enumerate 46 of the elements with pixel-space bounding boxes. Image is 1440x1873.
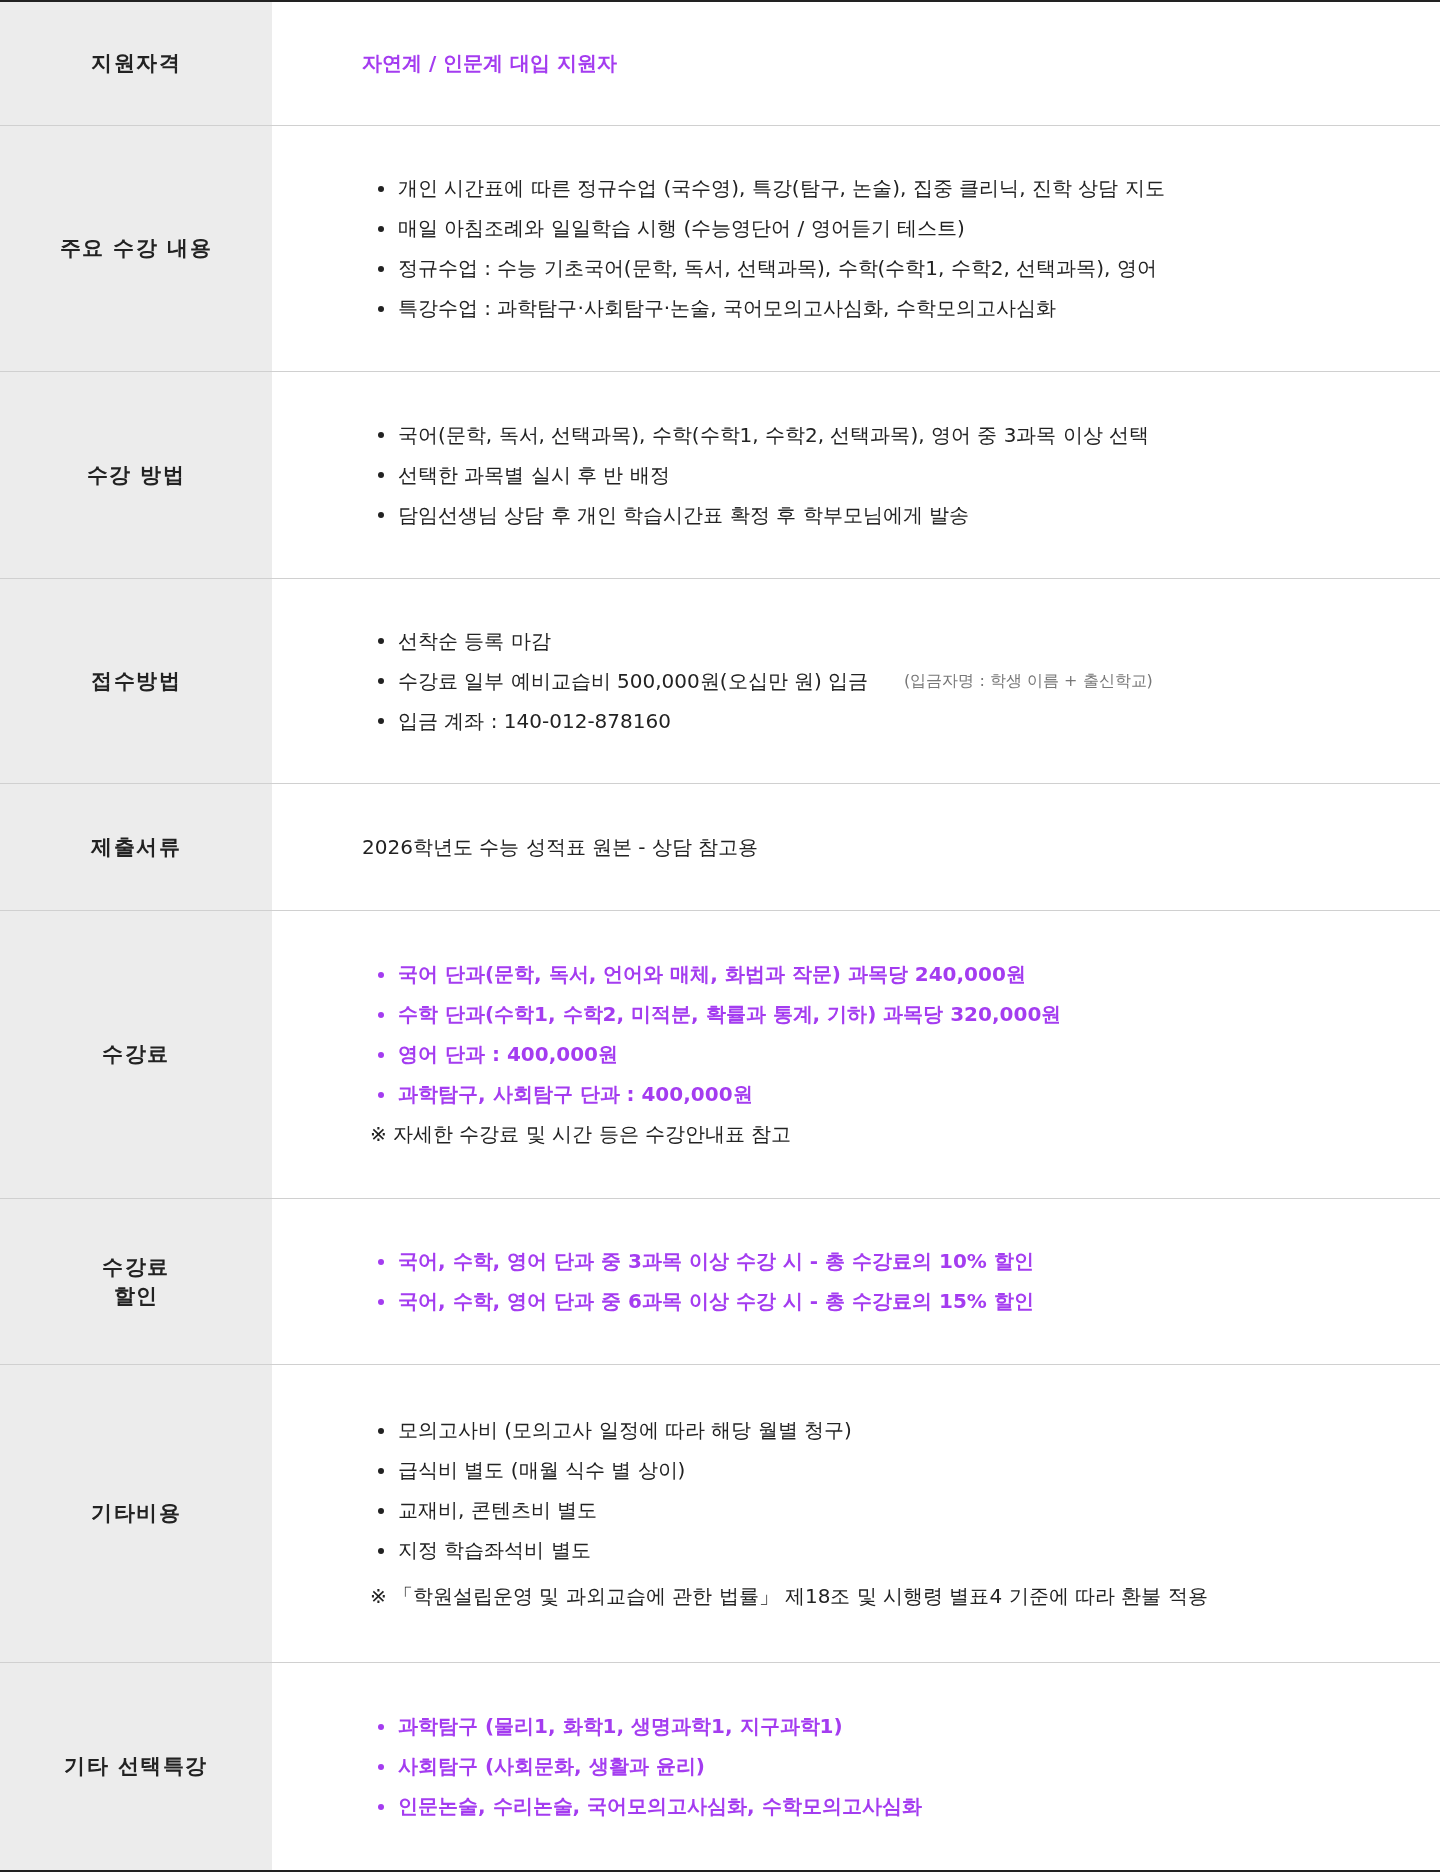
info-text: 수강료 일부 예비교습비 500,000원(오십만 원) 입금 bbox=[398, 667, 869, 695]
note-text: (입금자명 : 학생 이름 + 출신학교) bbox=[904, 670, 1153, 692]
row-header: 주요 수강 내용 bbox=[59, 235, 213, 263]
row-header: 수강 방법 bbox=[86, 461, 186, 489]
info-text: 지정 학습좌석비 별도 bbox=[398, 1537, 591, 1564]
row-header: 접수방법 bbox=[91, 667, 181, 695]
header-cell bbox=[0, 126, 272, 371]
info-text: 특강수업 : 과학탐구·사회탐구·논술, 국어모의고사심화, 수학모의고사심화 bbox=[398, 295, 1056, 322]
header-cell bbox=[0, 579, 272, 783]
header-cell bbox=[0, 1199, 272, 1364]
row-header: 수강료 bbox=[102, 1041, 170, 1069]
row-header: 기타비용 bbox=[91, 1500, 181, 1528]
info-text: 담임선생님 상담 후 개인 학습시간표 확정 후 학부모님에게 발송 bbox=[398, 501, 969, 529]
highlight-text: 국어 단과(문학, 독서, 언어와 매체, 화법과 작문) 과목당 240,000원 bbox=[398, 961, 1026, 988]
info-text: 입금 계좌 : 140-012-878160 bbox=[398, 707, 671, 735]
info-text: 매일 아침조례와 일일학습 시행 (수능영단어 / 영어듣기 테스트) bbox=[398, 215, 965, 242]
highlight-text: 인문논술, 수리논술, 국어모의고사심화, 수학모의고사심화 bbox=[398, 1793, 922, 1820]
info-text: 정규수업 : 수능 기초국어(문학, 독서, 선택과목), 수학(수학1, 수학2, 선택과목), 영어 bbox=[398, 255, 1157, 282]
info-text: 모의고사비 (모의고사 일정에 따라 해당 월별 청구) bbox=[398, 1417, 852, 1444]
header-cell bbox=[0, 372, 272, 578]
highlight-text: 사회탐구 (사회문화, 생활과 윤리) bbox=[398, 1753, 705, 1780]
header-cell bbox=[0, 784, 272, 910]
header-cell bbox=[0, 2, 272, 125]
row-header: 기타 선택특강 bbox=[64, 1753, 208, 1781]
info-text: 2026학년도 수능 성적표 원본 - 상담 참고용 bbox=[362, 833, 759, 861]
highlight-text: 과학탐구, 사회탐구 단과 : 400,000원 bbox=[398, 1081, 753, 1108]
header-cell bbox=[0, 1365, 272, 1662]
highlight-text: 영어 단과 : 400,000원 bbox=[398, 1041, 618, 1068]
info-text: ※ 「학원설립운영 및 과외교습에 관한 법률」 제18조 및 시행령 별표4 기준에 따라 환불 적용 bbox=[370, 1583, 1208, 1610]
highlight-text: 국어, 수학, 영어 단과 중 3과목 이상 수강 시 - 총 수강료의 10% 할인 bbox=[398, 1248, 1034, 1275]
info-text: 개인 시간표에 따른 정규수업 (국수영), 특강(탐구, 논술), 집중 클리닉, 진학 상담 지도 bbox=[398, 175, 1165, 202]
info-text: 교재비, 콘텐츠비 별도 bbox=[398, 1497, 598, 1524]
info-text: 급식비 별도 (매월 식수 별 상이) bbox=[398, 1457, 686, 1484]
info-text: 선택한 과목별 실시 후 반 배정 bbox=[398, 461, 670, 489]
info-text: 국어(문학, 독서, 선택과목), 수학(수학1, 수학2, 선택과목), 영어 중 3과목 이상 선택 bbox=[398, 421, 1150, 449]
info-text: ※ 자세한 수강료 및 시간 등은 수강안내표 참고 bbox=[370, 1121, 792, 1148]
row-header: 지원자격 bbox=[91, 50, 181, 78]
info-text: 선착순 등록 마감 bbox=[398, 627, 551, 655]
highlight-text: 국어, 수학, 영어 단과 중 6과목 이상 수강 시 - 총 수강료의 15% 할인 bbox=[398, 1288, 1034, 1315]
highlight-text: 수학 단과(수학1, 수학2, 미적분, 확률과 통계, 기하) 과목당 320,000원 bbox=[398, 1001, 1062, 1028]
header-cell bbox=[0, 911, 272, 1198]
highlight-text: 과학탐구 (물리1, 화학1, 생명과학1, 지구과학1) bbox=[398, 1713, 843, 1740]
header-cell bbox=[0, 1663, 272, 1870]
highlight-text: 자연계 / 인문계 대입 지원자 bbox=[362, 50, 618, 77]
row-header: 수강료 할인 bbox=[101, 1254, 171, 1310]
row-header: 제출서류 bbox=[91, 833, 181, 861]
